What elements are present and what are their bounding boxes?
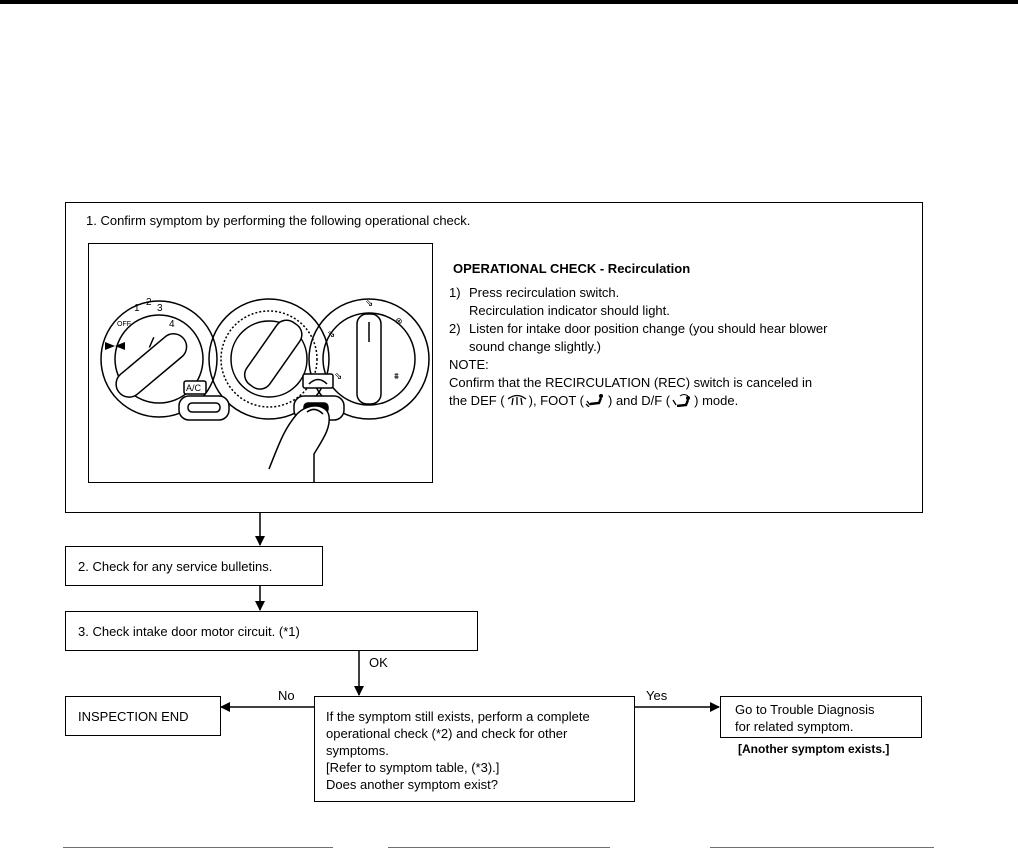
note-line2: the DEF ( ), FOOT ( ) and D/F ( ) mode. bbox=[449, 392, 738, 409]
note-suffix: ) mode. bbox=[694, 393, 739, 408]
fan-scale-off: OFF bbox=[117, 321, 131, 328]
check-item-2-num: 2) bbox=[449, 321, 461, 336]
footer-link-line-1 bbox=[63, 847, 333, 848]
defrost-icon bbox=[507, 394, 527, 406]
mode-df-icon: ⊗ bbox=[395, 317, 403, 327]
goto-diagnosis-box: Go to Trouble Diagnosis for related symp… bbox=[720, 696, 922, 738]
goto-line-1: Go to Trouble Diagnosis bbox=[735, 702, 875, 717]
decision-line-5: Does another symptom exist? bbox=[326, 777, 498, 792]
check-item-1-num: 1) bbox=[449, 285, 461, 300]
fan-scale-4: 4 bbox=[169, 319, 175, 330]
decision-line-1: If the symptom still exists, perform a c… bbox=[326, 709, 590, 724]
temperature-knob bbox=[208, 298, 330, 420]
hvac-panel-drawing: OFF 1 2 3 4 ⇘ ⇘ ⇘ ⊗ ⩩ bbox=[100, 297, 430, 482]
fan-scale-2: 2 bbox=[146, 297, 152, 308]
decision-line-2: operational check (*2) and check for oth… bbox=[326, 726, 568, 741]
no-label: No bbox=[278, 688, 295, 703]
step3-text: 3. Check intake door motor circuit. (*1) bbox=[78, 624, 300, 639]
yes-label: Yes bbox=[646, 688, 668, 703]
step2-box: 2. Check for any service bulletins. bbox=[65, 546, 323, 586]
footer-link-line-3 bbox=[710, 847, 934, 848]
note-label: NOTE: bbox=[449, 357, 489, 372]
fan-scale-3: 3 bbox=[157, 303, 163, 314]
another-symptom-note: [Another symptom exists.] bbox=[738, 742, 890, 756]
foot-mode-icon bbox=[585, 394, 603, 407]
step1-box: 1. Confirm symptom by performing the fol… bbox=[65, 202, 923, 513]
fan-scale-1: 1 bbox=[134, 303, 140, 314]
note-line1: Confirm that the RECIRCULATION (REC) swi… bbox=[449, 375, 813, 390]
decision-line-3: symptoms. bbox=[326, 743, 389, 758]
note-foot-prefix: ), FOOT ( bbox=[528, 393, 584, 408]
ac-button bbox=[178, 380, 230, 421]
mode-knob bbox=[308, 298, 430, 420]
ok-label: OK bbox=[369, 655, 388, 670]
fan-speed-knob bbox=[100, 300, 218, 418]
decision-box: If the symptom still exists, perform a c… bbox=[314, 696, 635, 802]
footer-link-line-2 bbox=[388, 847, 610, 848]
top-rule bbox=[0, 0, 1018, 4]
check-item-1-line1: Press recirculation switch. bbox=[469, 285, 620, 300]
check-item-2-line2: sound change slightly.) bbox=[469, 339, 602, 354]
mode-bilevel-icon: ⇘ bbox=[334, 371, 342, 382]
note-df-prefix: ) and D/F ( bbox=[608, 393, 671, 408]
mode-def-icon: ⩩ bbox=[394, 372, 399, 382]
inspection-end-box: INSPECTION END bbox=[65, 696, 221, 736]
check-item-2-line1: Listen for intake door position change (… bbox=[469, 321, 828, 336]
mode-vent-icon: ⇘ bbox=[327, 329, 335, 340]
check-item-1-line2: Recirculation indicator should light. bbox=[469, 303, 670, 318]
note-def-prefix: the DEF ( bbox=[449, 393, 505, 408]
mode-foot-icon: ⇘ bbox=[365, 298, 373, 309]
finger-pressing-icon bbox=[268, 405, 330, 482]
step3-box: 3. Check intake door motor circuit. (*1) bbox=[65, 611, 478, 651]
step2-text: 2. Check for any service bulletins. bbox=[78, 559, 273, 574]
fan-icon bbox=[105, 342, 125, 350]
inspection-end-text: INSPECTION END bbox=[78, 709, 189, 724]
ac-button-label: A/C bbox=[186, 383, 202, 393]
control-panel-illustration: OFF 1 2 3 4 ⇘ ⇘ ⇘ ⊗ ⩩ bbox=[88, 243, 433, 483]
decision-line-4: [Refer to symptom table, (*3).] bbox=[326, 760, 500, 775]
operational-check-heading: OPERATIONAL CHECK - Recirculation bbox=[453, 261, 691, 276]
def-foot-mode-icon bbox=[672, 394, 691, 407]
step1-title: 1. Confirm symptom by performing the fol… bbox=[86, 213, 471, 228]
goto-line-2: for related symptom. bbox=[735, 719, 854, 734]
